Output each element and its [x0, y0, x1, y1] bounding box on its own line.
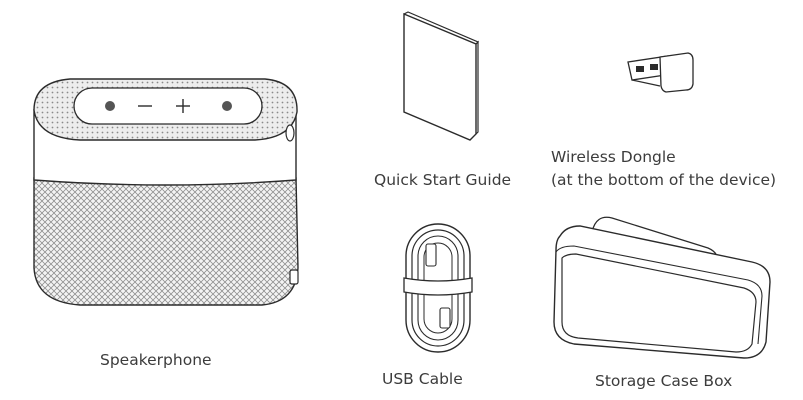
quick-start-guide-label: Quick Start Guide: [374, 171, 512, 189]
storage-case-box-label: Storage Case Box: [595, 372, 733, 390]
wireless-dongle-label-line2: (at the bottom of the device): [551, 171, 777, 189]
speakerphone-label: Speakerphone: [100, 351, 212, 369]
wireless-dongle-label-line1: Wireless Dongle: [551, 148, 676, 166]
usb-cable-label: USB Cable: [382, 370, 463, 388]
